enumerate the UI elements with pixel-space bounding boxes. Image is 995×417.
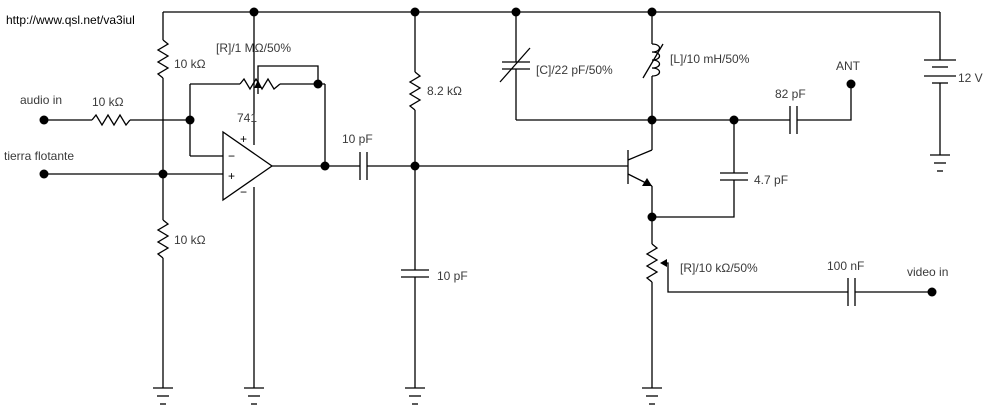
- label-video-in: video in: [907, 265, 948, 279]
- label-r-audio: 10 kΩ: [92, 95, 124, 109]
- source-url: http://www.qsl.net/va3iul: [6, 13, 135, 27]
- label-c-ant: 82 pF: [775, 87, 806, 101]
- wiper-arrow-feedback: [254, 80, 262, 88]
- terminal-video-in: [927, 287, 937, 297]
- label-battery: 12 V: [958, 71, 983, 85]
- label-audio-in: audio in: [20, 93, 62, 107]
- wire-cfb-bottom: [652, 180, 735, 218]
- wiper-arrow-emitter: [660, 259, 667, 267]
- label-opamp: 741: [237, 111, 257, 125]
- opamp-pin-minus-bottom: −: [240, 185, 247, 199]
- opamp-pin-plus: +: [228, 169, 235, 183]
- transistor-emitter-arrow: [642, 178, 652, 186]
- label-l-tank: [L]/10 mH/50%: [670, 52, 750, 66]
- label-c-feedback: 4.7 pF: [754, 173, 788, 187]
- junction-dots: [158, 7, 739, 222]
- potentiometer-emitter: [645, 243, 659, 283]
- capacitor-tune-arrow: [499, 47, 531, 83]
- terminal-ant: [846, 79, 856, 89]
- label-pot-emitter: [R]/10 kΩ/50%: [680, 261, 758, 275]
- resistor-audio: [91, 113, 131, 127]
- opamp-741: [222, 130, 274, 202]
- label-c-tune: [C]/22 pF/50%: [536, 63, 613, 77]
- resistor-bias-bottom: [156, 219, 170, 259]
- label-c-video: 100 nF: [827, 259, 864, 273]
- label-r-bias-top: 10 kΩ: [174, 57, 206, 71]
- opamp-pin-plus-top: +: [240, 132, 247, 146]
- label-c-base-gnd: 10 pF: [437, 269, 468, 283]
- wire-to-ant: [797, 84, 852, 121]
- opamp-pin-minus: −: [228, 149, 235, 163]
- label-r-base: 8.2 kΩ: [427, 84, 462, 98]
- transistor-collector-leg: [627, 149, 653, 161]
- label-r-bias-bottom: 10 kΩ: [174, 233, 206, 247]
- ground-symbol-2: [244, 387, 264, 405]
- resistor-bias-top: [156, 39, 170, 79]
- label-ant: ANT: [836, 59, 861, 73]
- resistor-base: [408, 71, 422, 111]
- ground-symbol-1: [153, 387, 173, 405]
- ground-symbol-3: [405, 387, 425, 405]
- ground-symbol-5: [930, 154, 950, 172]
- inductor-tank: [651, 43, 661, 77]
- label-tierra-flotante: tierra flotante: [4, 149, 74, 163]
- ground-symbol-4: [642, 387, 662, 405]
- inductor-adjust-arrow: [642, 43, 664, 79]
- label-c-coupling: 10 pF: [342, 132, 373, 146]
